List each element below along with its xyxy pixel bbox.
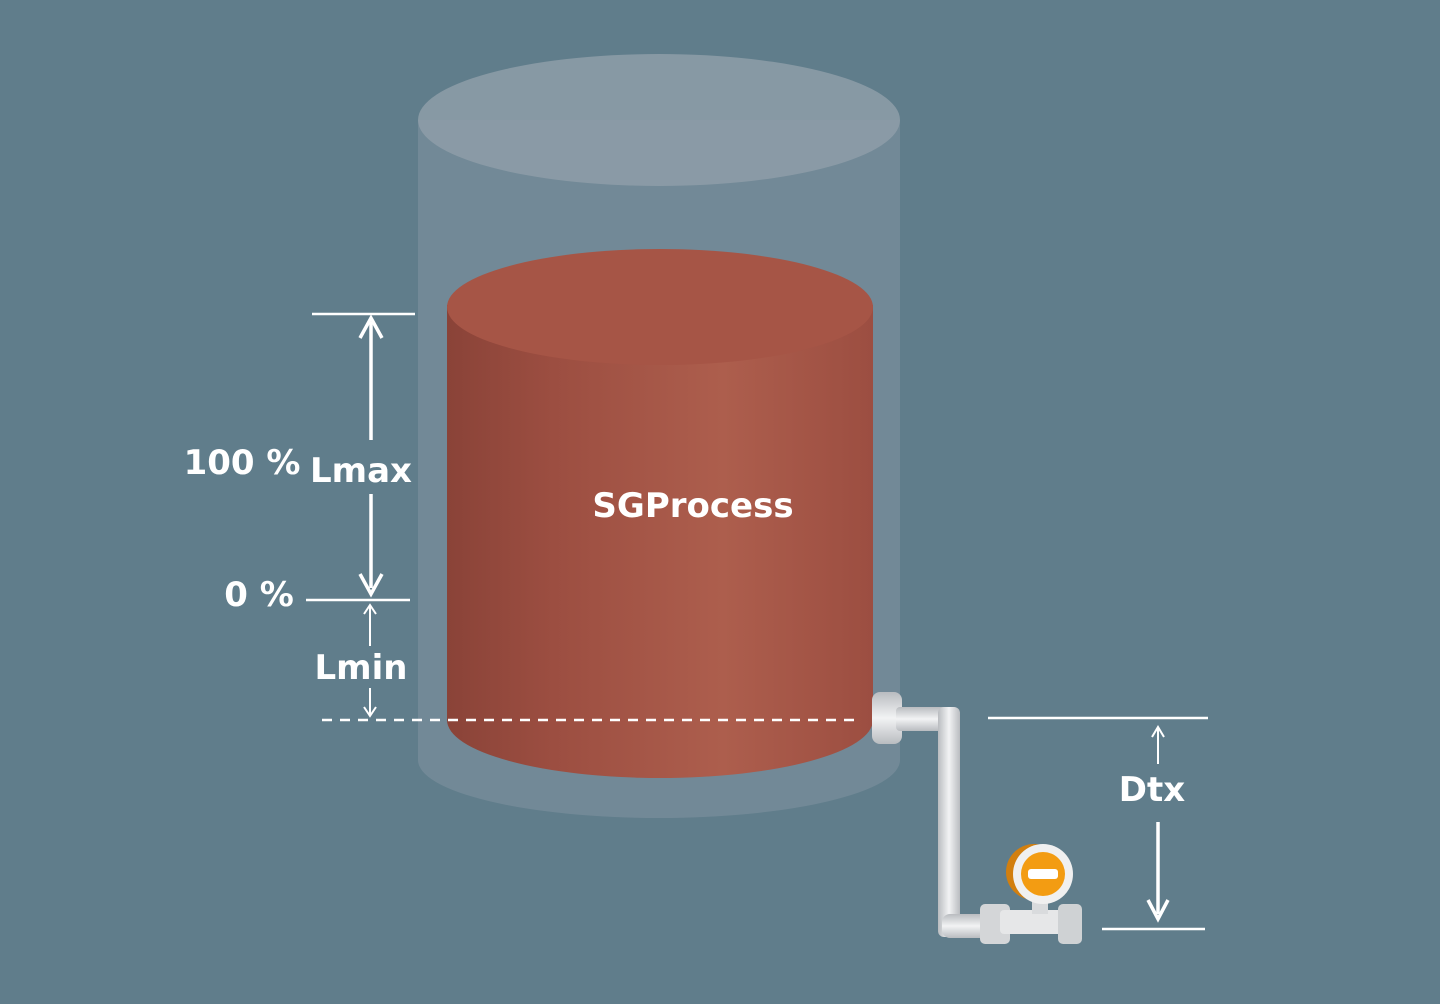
lmax-arrow-down-icon [358,573,384,598]
lmin-arrow-up-icon [363,603,377,615]
full-percent-label: 100 % [184,443,301,483]
vertical-pipe [938,707,960,937]
dtx-label: Dtx [1119,770,1185,810]
fluid-body [447,305,873,778]
nozzle-flange [872,692,902,744]
lmin-dimension: Lmin [315,603,408,718]
transmitter-flange-right [1058,904,1082,944]
pressure-transmitter-icon [980,844,1082,944]
fluid: SGProcess [447,249,873,778]
lmin-label: Lmin [315,648,408,688]
impulse-piping [872,692,1002,938]
lmax-arrow-up-icon [358,314,384,339]
fluid-surface [447,249,873,365]
transmitter-display-bar [1028,869,1058,879]
dtx-dimension: Dtx [988,716,1208,931]
lmax-label: Lmax [310,451,412,491]
fluid-label: SGProcess [592,486,793,526]
tank-top [418,54,900,186]
transmitter-body [1000,910,1070,934]
lmin-arrow-down-icon [363,706,377,718]
zero-percent-label: 0 % [224,575,294,615]
dtx-arrow-up-icon [1151,725,1165,738]
dtx-arrow-down-icon [1146,899,1170,923]
lmax-dimension: 100 % Lmax 0 % [184,312,415,615]
